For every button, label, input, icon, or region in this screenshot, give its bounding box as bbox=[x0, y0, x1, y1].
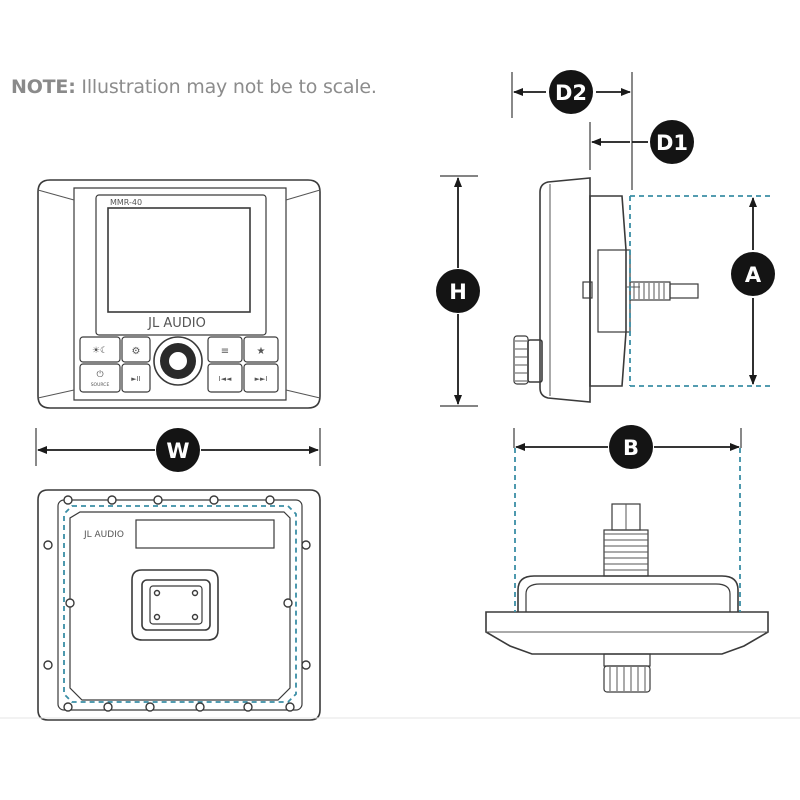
gear-icon: ⚙ bbox=[132, 346, 141, 357]
side-bezel bbox=[539, 177, 591, 403]
note-text: Illustration may not be to scale. bbox=[75, 76, 377, 98]
screw-icon bbox=[43, 540, 53, 550]
label-d2: D2 bbox=[555, 81, 587, 105]
side-clip bbox=[582, 281, 593, 299]
badge-b bbox=[609, 425, 653, 469]
back-connector-inner bbox=[149, 585, 203, 625]
screw-icon bbox=[63, 702, 73, 712]
badge-a bbox=[731, 252, 775, 296]
front-brand-logo: JL AUDIO bbox=[147, 316, 206, 331]
button-brightness bbox=[79, 336, 121, 363]
badge-d1 bbox=[650, 120, 694, 164]
scale-note: NOTE: Illustration may not be to scale. bbox=[11, 76, 377, 98]
front-bezel-outer bbox=[37, 179, 321, 409]
label-d1: D1 bbox=[656, 131, 688, 155]
mounting-screws bbox=[43, 495, 311, 712]
back-connector-outer bbox=[131, 569, 219, 641]
screw-icon bbox=[107, 495, 117, 505]
screw-icon bbox=[145, 702, 155, 712]
button-menu bbox=[207, 336, 243, 363]
screw-icon bbox=[209, 495, 219, 505]
button-settings bbox=[121, 336, 151, 363]
brightness-icon: ☀☾ bbox=[92, 346, 108, 356]
front-view: MMR-40 JL AUDIO ☀☾ ⚙ ≡ ★ ⏻ SOURCE ►II I◄… bbox=[37, 179, 321, 409]
rotary-knob-center bbox=[167, 350, 189, 372]
back-brand-logo: JL AUDIO bbox=[83, 530, 124, 540]
front-bezel-inner bbox=[73, 187, 287, 401]
back-housing bbox=[69, 511, 291, 701]
dimension-w: W bbox=[35, 428, 321, 472]
model-label: MMR-40 bbox=[110, 198, 142, 207]
power-icon: ⏻ bbox=[96, 369, 103, 380]
screw-icon bbox=[103, 702, 113, 712]
side-housing bbox=[589, 195, 627, 387]
top-cable-ribs bbox=[604, 533, 648, 571]
screw-icon bbox=[285, 702, 295, 712]
screw-icon bbox=[43, 660, 53, 670]
top-cable-boot bbox=[603, 529, 649, 577]
screw-icon bbox=[65, 598, 75, 608]
back-cutout-outline bbox=[63, 505, 297, 703]
top-view bbox=[485, 503, 769, 693]
badge-d2 bbox=[549, 70, 593, 114]
back-flange-inner bbox=[57, 499, 303, 711]
top-housing bbox=[517, 575, 739, 612]
label-a: A bbox=[745, 263, 762, 287]
screw-icon bbox=[265, 495, 275, 505]
source-label: SOURCE bbox=[91, 382, 110, 388]
dimension-b: B bbox=[513, 425, 742, 469]
screw-icon bbox=[195, 702, 205, 712]
label-w: W bbox=[166, 439, 189, 463]
cable-ribs bbox=[633, 283, 665, 299]
screw-icon bbox=[153, 495, 163, 505]
button-next bbox=[243, 363, 279, 393]
screw-icon bbox=[243, 702, 253, 712]
top-bezel bbox=[485, 611, 769, 655]
screw-icon bbox=[283, 598, 293, 608]
badge-w bbox=[156, 428, 200, 472]
side-cable-plug bbox=[669, 283, 699, 299]
previous-icon: I◄◄ bbox=[219, 375, 232, 383]
dimension-d1: D1 bbox=[589, 120, 694, 170]
top-housing-ridge bbox=[525, 583, 731, 612]
screw-icon bbox=[301, 540, 311, 550]
dimension-d2: D2 bbox=[511, 70, 633, 190]
back-connector-plate bbox=[141, 579, 211, 631]
button-power-source bbox=[79, 363, 121, 393]
play-pause-icon: ►II bbox=[131, 375, 141, 383]
star-icon: ★ bbox=[257, 346, 266, 357]
side-view bbox=[513, 177, 699, 403]
badge-h bbox=[436, 269, 480, 313]
top-knob-cap bbox=[603, 665, 651, 693]
label-h: H bbox=[449, 280, 467, 304]
back-view: JL AUDIO bbox=[37, 489, 321, 721]
front-display-frame bbox=[95, 194, 267, 336]
menu-icon: ≡ bbox=[221, 346, 229, 357]
dimension-a: A bbox=[731, 197, 775, 385]
dimension-h: H bbox=[436, 175, 480, 407]
label-b: B bbox=[623, 436, 639, 460]
side-dashed-outline bbox=[629, 195, 770, 387]
front-screen bbox=[107, 207, 251, 313]
note-prefix: NOTE: bbox=[11, 76, 76, 98]
button-favorite bbox=[243, 336, 279, 363]
top-knob-ribs bbox=[609, 667, 646, 691]
button-play-pause bbox=[121, 363, 151, 393]
next-icon: ►►I bbox=[255, 375, 268, 383]
side-knob-ribs bbox=[515, 340, 527, 382]
top-knob-base bbox=[603, 653, 651, 667]
button-previous bbox=[207, 363, 243, 393]
back-flange-outer bbox=[37, 489, 321, 721]
back-label-plate bbox=[135, 519, 275, 549]
top-dashed-outline bbox=[514, 448, 741, 612]
screw-icon bbox=[63, 495, 73, 505]
side-knob-cap bbox=[513, 335, 529, 385]
screw-icon bbox=[301, 660, 311, 670]
